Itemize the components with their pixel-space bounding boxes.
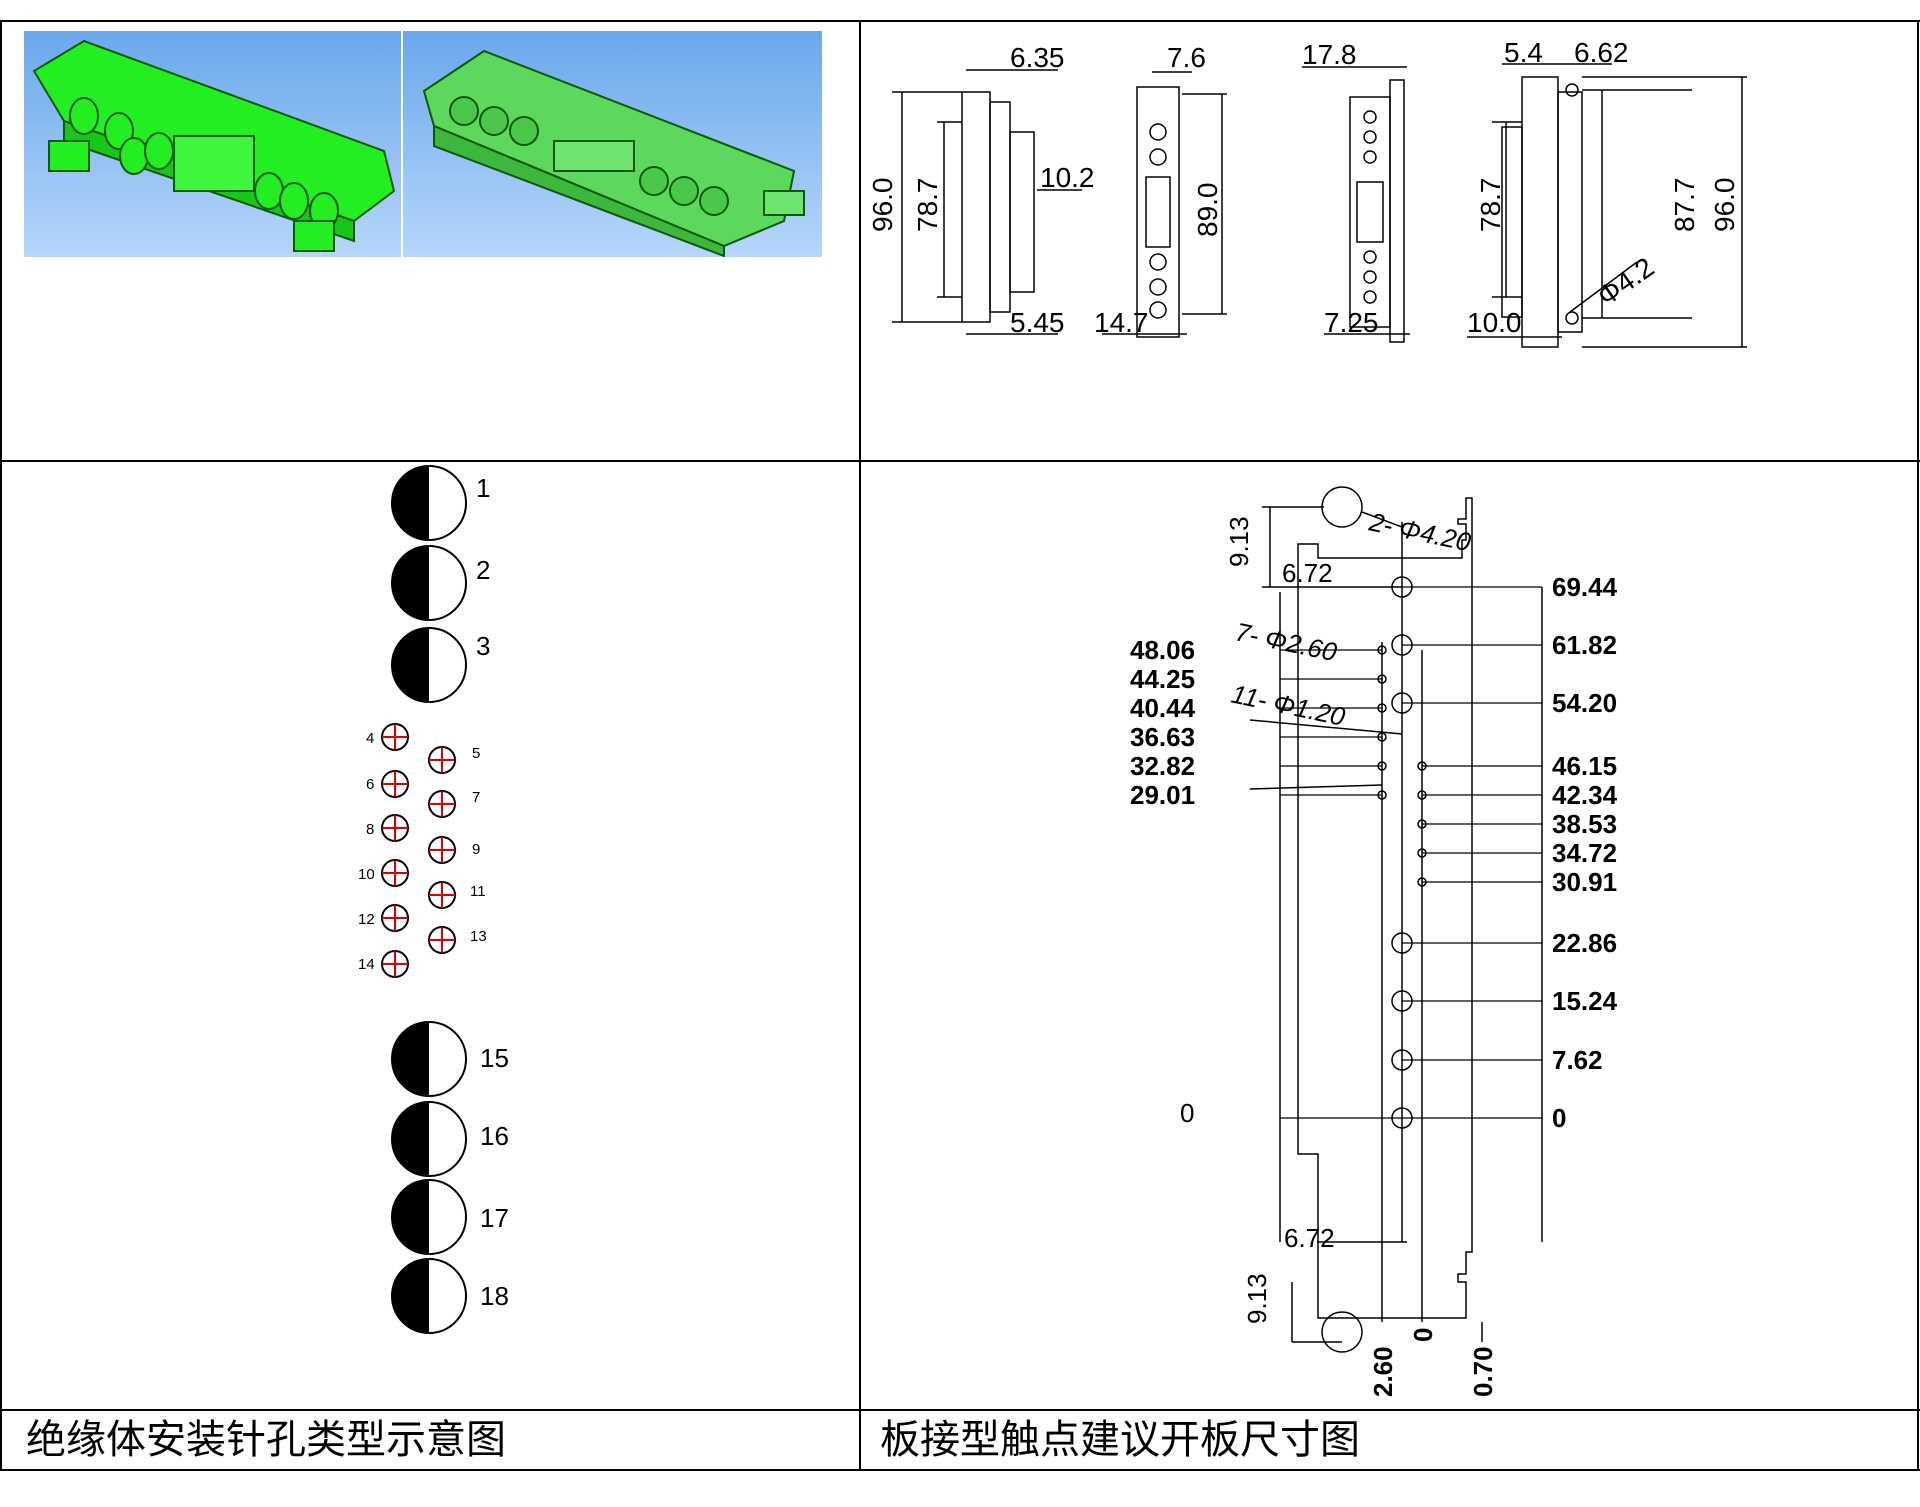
pin-label-6: 6	[366, 776, 374, 793]
label-origin-left: 0	[1180, 1098, 1194, 1128]
pin-label-12: 12	[358, 911, 375, 928]
bottom-label-0: 0	[1408, 1328, 1438, 1342]
pin-label-8: 8	[366, 821, 374, 838]
left-label-32.82: 32.82	[1130, 751, 1195, 781]
dim-78.7-right: 78.7	[1475, 178, 1506, 233]
pin-label-1: 1	[476, 473, 490, 503]
left-label-44.25: 44.25	[1130, 664, 1195, 694]
pin-7	[428, 790, 456, 818]
pin-label-9: 9	[472, 841, 480, 858]
left-label-48.06: 48.06	[1130, 635, 1195, 665]
pin-11	[428, 881, 456, 909]
dim-10.0: 10.0	[1467, 307, 1522, 338]
dim-7.25: 7.25	[1324, 307, 1379, 338]
dim-5.4: 5.4	[1504, 37, 1543, 68]
dim-6.72-top: 6.72	[1282, 558, 1333, 588]
right-label-61.82: 61.82	[1552, 630, 1617, 660]
right-label-34.72: 34.72	[1552, 838, 1617, 868]
caption-right: 板接型触点建议开板尺寸图	[880, 1417, 1360, 1463]
pin-3	[391, 627, 467, 703]
pin-15	[391, 1021, 467, 1097]
label-large-hole: 7- Φ2.60	[1233, 617, 1340, 668]
pin-9	[428, 836, 456, 864]
pin-label-11: 11	[470, 883, 486, 900]
left-label-40.44: 40.44	[1130, 693, 1196, 723]
pin-label-15: 15	[480, 1043, 509, 1073]
dim-6.35: 6.35	[1010, 42, 1065, 73]
pin-17	[391, 1179, 467, 1255]
pin-1	[391, 465, 467, 541]
pin-label-16: 16	[480, 1121, 509, 1151]
dim-10.2: 10.2	[1040, 162, 1095, 193]
pin-4	[381, 723, 409, 751]
small-pins	[381, 723, 456, 978]
pin-label-7: 7	[472, 789, 480, 806]
pin-10	[381, 859, 409, 887]
right-label-7.62: 7.62	[1552, 1045, 1603, 1075]
pin-16	[391, 1101, 467, 1177]
pin-label-17: 17	[480, 1203, 509, 1233]
pin-label-13: 13	[470, 928, 487, 945]
pin-label-2: 2	[476, 555, 490, 585]
left-label-29.01: 29.01	[1130, 780, 1195, 810]
dim-7.6: 7.6	[1167, 42, 1206, 73]
caption-left: 绝缘体安装针孔类型示意图	[26, 1417, 506, 1463]
dim-6.72-bottom: 6.72	[1284, 1223, 1335, 1253]
pin-2	[391, 545, 467, 621]
right-label-0: 0	[1552, 1103, 1566, 1133]
right-label-38.53: 38.53	[1552, 809, 1617, 839]
bottom-label-2.60: 2.60	[1368, 1346, 1398, 1397]
dim-5.45: 5.45	[1010, 307, 1065, 338]
pin-label-10: 10	[358, 866, 375, 883]
dim-96.0-right: 96.0	[1709, 178, 1740, 233]
large-pins-bottom	[391, 1021, 467, 1334]
pin-8	[381, 814, 409, 842]
dim-6.62: 6.62	[1574, 37, 1629, 68]
dim-14.7: 14.7	[1094, 307, 1149, 338]
dim-89.0: 89.0	[1192, 183, 1223, 238]
dim-9.13-bottom: 9.13	[1242, 1273, 1272, 1324]
pin-label-14: 14	[358, 956, 375, 973]
pin-label-5: 5	[472, 745, 480, 762]
pin-14	[381, 950, 409, 978]
right-label-30.91: 30.91	[1552, 867, 1617, 897]
pin-5	[428, 746, 456, 774]
dim-9.13-top: 9.13	[1224, 516, 1254, 567]
connector-3d-render	[24, 31, 822, 257]
right-label-54.20: 54.20	[1552, 688, 1617, 718]
dim-87.7: 87.7	[1669, 178, 1700, 233]
dim-96.0-left: 96.0	[867, 178, 898, 233]
pin-label-3: 3	[476, 631, 490, 661]
left-label-36.63: 36.63	[1130, 722, 1195, 752]
pin-6	[381, 770, 409, 798]
dim-78.7-left: 78.7	[912, 178, 943, 233]
right-label-42.34: 42.34	[1552, 780, 1618, 810]
dim-17.8: 17.8	[1302, 39, 1357, 70]
pin-18	[391, 1258, 467, 1334]
large-pins-top	[391, 465, 467, 703]
label-mount-hole: 2- Φ4.20	[1366, 506, 1474, 557]
right-label-46.15: 46.15	[1552, 751, 1617, 781]
pin-label-18: 18	[480, 1281, 509, 1311]
side-view-drawings: 6.35 10.2 5.45 96.0 78.7 7.6 89.0 14.7 1…	[867, 37, 1747, 348]
bottom-label-0.70: 0.70	[1468, 1346, 1498, 1397]
right-label-15.24: 15.24	[1552, 986, 1618, 1016]
pcb-layout-diagram: 2- Φ4.20 7- Φ2.60 11- Φ1.20 9.13 6.72 6.…	[1130, 486, 1618, 1397]
pin-12	[381, 904, 409, 932]
pin-label-4: 4	[366, 730, 374, 747]
right-label-69.44: 69.44	[1552, 572, 1618, 602]
right-label-22.86: 22.86	[1552, 928, 1617, 958]
pin-layout-diagram: 1 2 3 15 16 17 18 4 6 8 10 12 14 5 7 9 1…	[358, 465, 509, 1334]
pin-13	[428, 926, 456, 954]
